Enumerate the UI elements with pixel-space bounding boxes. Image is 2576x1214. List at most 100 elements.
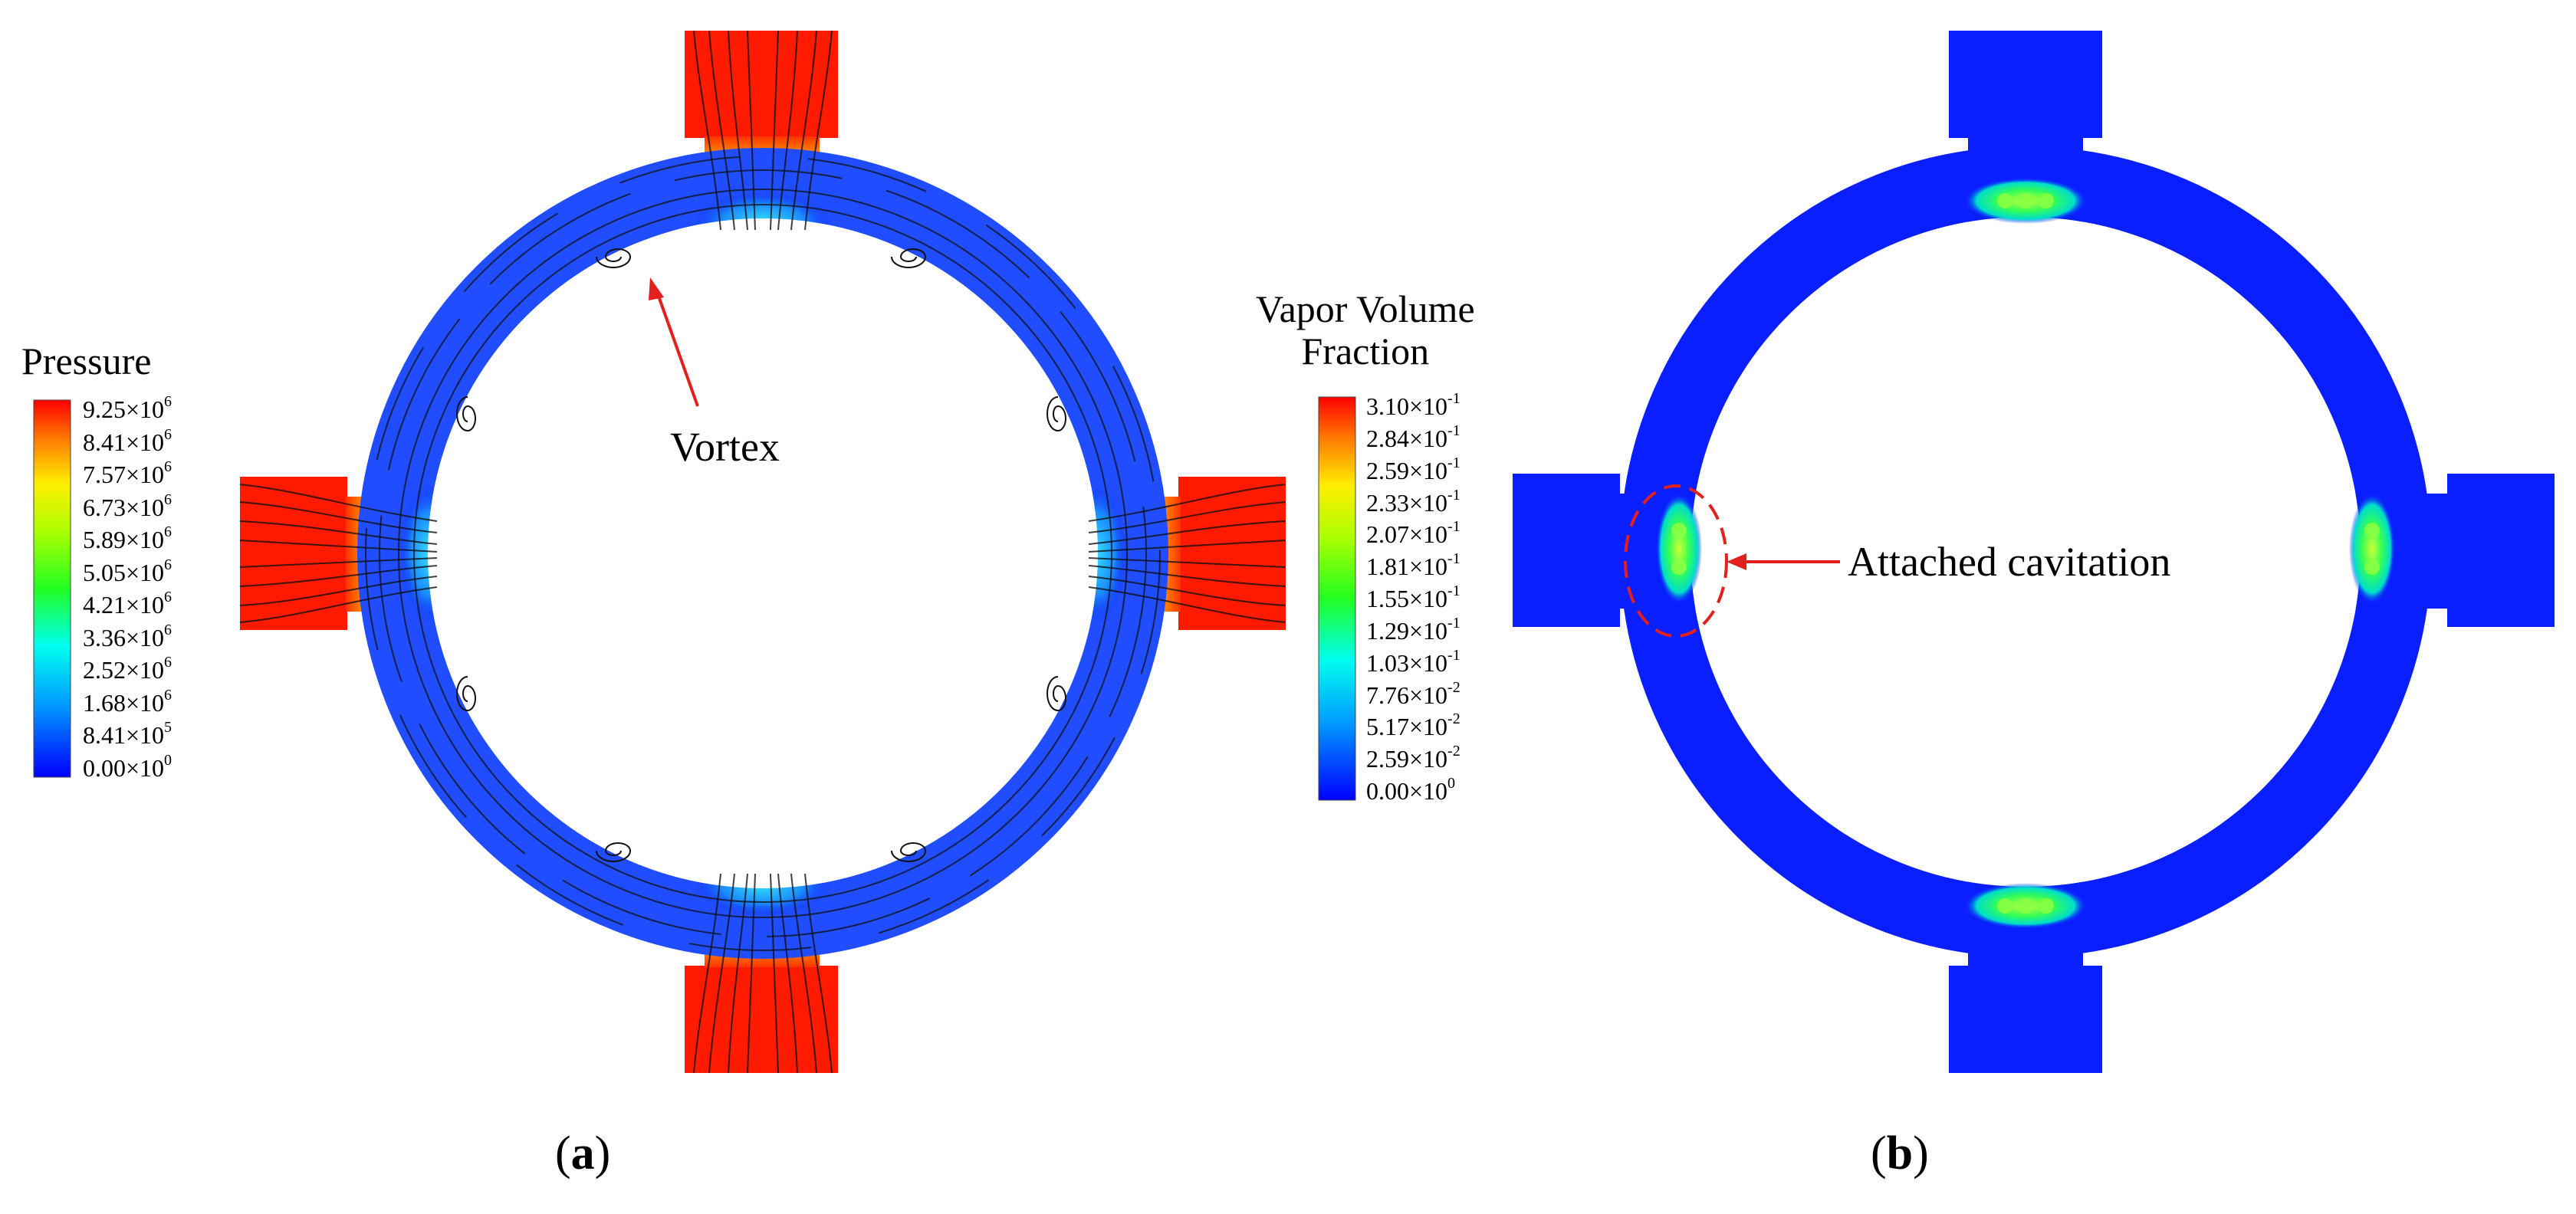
colorbar-b-tick-mantissa: 1.03×10 bbox=[1366, 648, 1448, 677]
colorbar-b-tick-exponent: -2 bbox=[1447, 678, 1460, 696]
panel-label-a-open: ( bbox=[555, 1127, 571, 1180]
colorbar-a-tick-exponent: 6 bbox=[164, 686, 172, 704]
colorbar-a-tick-mantissa: 8.41×10 bbox=[83, 721, 165, 750]
colorbar-b-tick-exponent: -1 bbox=[1447, 422, 1460, 439]
colorbar-b-tick-12: 0.00×100 bbox=[1366, 776, 1455, 805]
colorbar-b-tick-mantissa: 1.81×10 bbox=[1366, 553, 1448, 581]
colorbar-a-tick-exponent: 6 bbox=[164, 458, 172, 476]
colorbar-b-tick-exponent: -1 bbox=[1447, 390, 1460, 407]
colorbar-a-tick-exponent: 6 bbox=[164, 425, 172, 443]
legend-title-b-line1: Vapor Volume bbox=[1256, 287, 1475, 330]
colorbar-b bbox=[1318, 396, 1356, 801]
colorbar-a-tick-10: 8.41×105 bbox=[83, 720, 172, 750]
colorbar-b-tick-2: 2.59×10-1 bbox=[1366, 455, 1460, 484]
colorbar-a-tick-mantissa: 5.89×10 bbox=[83, 526, 165, 554]
colorbar-b-tick-exponent: -1 bbox=[1447, 518, 1460, 536]
legend-title-b-line2: Fraction bbox=[1301, 330, 1430, 372]
colorbar-a-tick-7: 3.36×106 bbox=[83, 621, 172, 651]
colorbar-b-tick-exponent: -1 bbox=[1447, 486, 1460, 504]
panel-a-contour bbox=[239, 30, 1286, 1074]
colorbar-b-tick-6: 1.55×10-1 bbox=[1366, 583, 1460, 612]
colorbar-a-tick-mantissa: 9.25×10 bbox=[83, 395, 165, 423]
port-top-b bbox=[1949, 31, 2102, 138]
panel-label-a-close: ) bbox=[594, 1127, 611, 1180]
colorbar-b-tick-mantissa: 2.59×10 bbox=[1366, 745, 1448, 773]
colorbar-a-tick-2: 7.57×106 bbox=[83, 459, 172, 489]
colorbar-b-tick-8: 1.03×10-1 bbox=[1366, 648, 1460, 677]
legend-title-a: Pressure bbox=[21, 340, 152, 382]
colorbar-b-tick-mantissa: 2.84×10 bbox=[1366, 424, 1448, 452]
attached-cavitation-label: Attached cavitation bbox=[1848, 539, 2171, 585]
colorbar-b-tick-10: 5.17×10-2 bbox=[1366, 711, 1460, 741]
colorbar-b-tick-3: 2.33×10-1 bbox=[1366, 487, 1460, 517]
colorbar-a-tick-exponent: 6 bbox=[164, 556, 172, 573]
colorbar-b-tick-exponent: -1 bbox=[1447, 454, 1460, 471]
port-right-b bbox=[2447, 474, 2555, 627]
colorbar-b-tick-5: 1.81×10-1 bbox=[1366, 551, 1460, 581]
panel-label-b-close: ) bbox=[1913, 1127, 1929, 1180]
colorbar-a-tick-8: 2.52×106 bbox=[83, 655, 172, 684]
colorbar-b-tick-1: 2.84×10-1 bbox=[1366, 423, 1460, 452]
colorbar-b-tick-exponent: -2 bbox=[1447, 710, 1460, 728]
colorbar-a-tick-exponent: 6 bbox=[164, 523, 172, 541]
vortex-arrow bbox=[655, 289, 699, 407]
colorbar-b-tick-0: 3.10×10-1 bbox=[1366, 391, 1460, 420]
colorbar-b-tick-exponent: -1 bbox=[1447, 582, 1460, 599]
colorbar-a-tick-exponent: 0 bbox=[164, 752, 172, 769]
colorbar-a-tick-exponent: 6 bbox=[164, 621, 172, 638]
colorbar-a-tick-mantissa: 7.57×10 bbox=[83, 461, 165, 489]
cavitation-highlight bbox=[1624, 484, 1728, 638]
colorbar-b-tick-mantissa: 2.59×10 bbox=[1366, 456, 1448, 484]
colorbar-a-tick-exponent: 6 bbox=[164, 491, 172, 508]
vortex-label: Vortex bbox=[670, 424, 780, 470]
colorbar-a-tick-5: 5.05×106 bbox=[83, 557, 172, 586]
colorbar-a bbox=[33, 399, 71, 778]
colorbar-b-tick-4: 2.07×10-1 bbox=[1366, 519, 1460, 549]
colorbar-b-tick-mantissa: 2.33×10 bbox=[1366, 488, 1448, 517]
colorbar-b-tick-mantissa: 5.17×10 bbox=[1366, 713, 1448, 741]
colorbar-b-tick-mantissa: 1.55×10 bbox=[1366, 585, 1448, 612]
colorbar-b-tick-exponent: -2 bbox=[1447, 743, 1460, 760]
ring-a bbox=[357, 148, 1168, 959]
colorbar-a-tick-mantissa: 2.52×10 bbox=[83, 656, 165, 684]
colorbar-b-tick-mantissa: 3.10×10 bbox=[1366, 392, 1448, 420]
legend-title-b: Vapor Volume Fraction bbox=[1256, 288, 1475, 372]
colorbar-a-tick-exponent: 6 bbox=[164, 589, 172, 606]
colorbar-b-tick-exponent: -1 bbox=[1447, 614, 1460, 632]
colorbar-a-tick-0: 9.25×106 bbox=[83, 394, 172, 423]
panel-label-b-letter: b bbox=[1886, 1127, 1914, 1180]
colorbar-a-tick-6: 4.21×106 bbox=[83, 589, 172, 619]
panel-label-b-open: ( bbox=[1871, 1127, 1887, 1180]
colorbar-a-tick-11: 0.00×100 bbox=[83, 753, 172, 782]
colorbar-b-tick-exponent: -1 bbox=[1447, 646, 1460, 664]
colorbar-a-tick-mantissa: 0.00×10 bbox=[83, 754, 165, 782]
colorbar-b-tick-7: 1.29×10-1 bbox=[1366, 614, 1460, 645]
cavitation-right bbox=[2349, 494, 2395, 604]
colorbar-a-tick-mantissa: 5.05×10 bbox=[83, 558, 165, 586]
colorbar-a-tick-4: 5.89×106 bbox=[83, 524, 172, 554]
colorbar-b-tick-11: 2.59×10-2 bbox=[1366, 743, 1460, 773]
colorbar-a-tick-9: 1.68×106 bbox=[83, 687, 172, 717]
colorbar-a-tick-mantissa: 3.36×10 bbox=[83, 623, 165, 651]
cavitation-left bbox=[1656, 494, 1702, 604]
colorbar-a-tick-exponent: 6 bbox=[164, 654, 172, 671]
panel-label-b: (b) bbox=[1871, 1127, 1929, 1181]
colorbar-a-tick-mantissa: 4.21×10 bbox=[83, 591, 165, 619]
colorbar-b-tick-mantissa: 2.07×10 bbox=[1366, 520, 1448, 549]
colorbar-b-tick-mantissa: 1.29×10 bbox=[1366, 616, 1448, 645]
colorbar-a-tick-1: 8.41×106 bbox=[83, 427, 172, 456]
colorbar-a-tick-mantissa: 1.68×10 bbox=[83, 688, 165, 717]
colorbar-b-tick-mantissa: 7.76×10 bbox=[1366, 681, 1448, 709]
colorbar-a-tick-mantissa: 8.41×10 bbox=[83, 428, 165, 456]
panel-b-contour bbox=[1513, 31, 2555, 1073]
colorbar-a-tick-exponent: 5 bbox=[164, 719, 172, 737]
port-bottom-b bbox=[1949, 966, 2102, 1073]
colorbar-b-tick-9: 7.76×10-2 bbox=[1366, 680, 1460, 709]
panel-label-a: (a) bbox=[555, 1127, 610, 1181]
colorbar-a-tick-exponent: 6 bbox=[164, 393, 172, 410]
colorbar-a-tick-mantissa: 6.73×10 bbox=[83, 493, 165, 521]
colorbar-b-tick-mantissa: 0.00×10 bbox=[1366, 777, 1448, 805]
panel-label-a-letter: a bbox=[570, 1127, 595, 1180]
colorbar-b-tick-exponent: -1 bbox=[1447, 550, 1460, 568]
